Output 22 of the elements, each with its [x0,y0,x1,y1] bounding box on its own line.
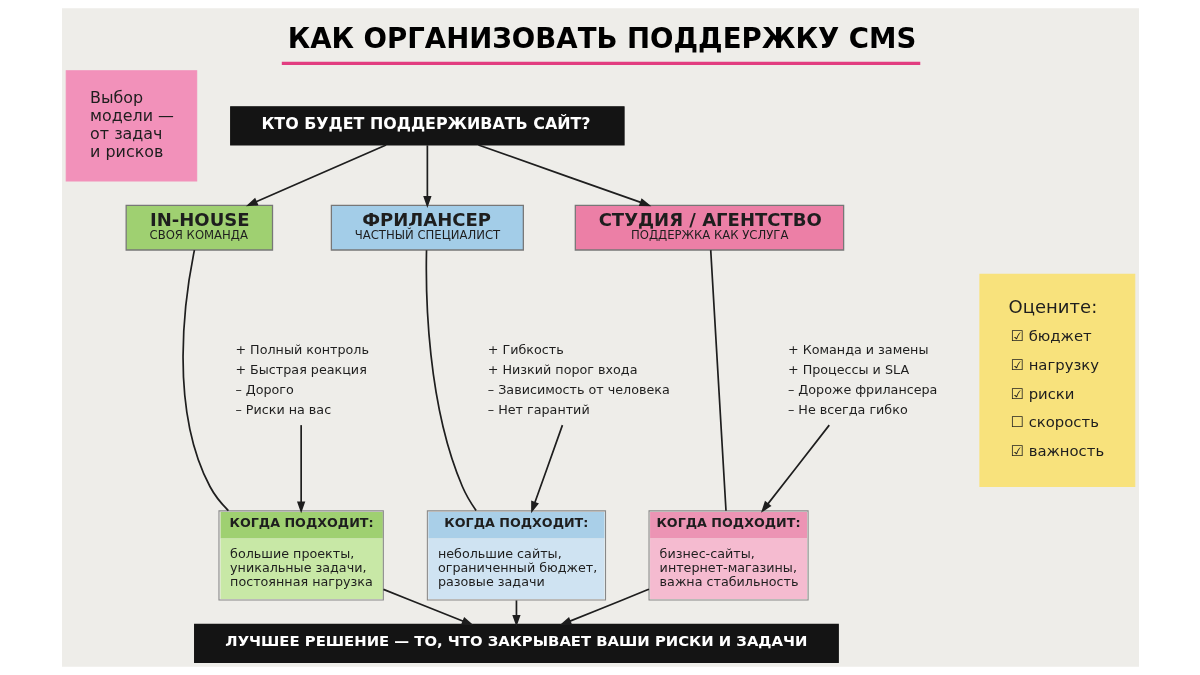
node-box: СТУДИЯ / АГЕНТСТВО ПОДДЕРЖКА КАК УСЛУГА [574,204,844,251]
node-text: + Полный контроль + Быстрая реакция – Дорого – Риски на вас [234,341,369,417]
node-box: ФРИЛАНСЕР ЧАСТНЫЙ СПЕЦИАЛИСТ [330,204,524,251]
node-box: Оцените: ☑ бюджет ☑ нагрузку ☑ риски ☐ скорость ☑ важность [978,273,1135,488]
node-box: IN-HOUSE СВОЯ КОМАНДА [125,204,273,251]
arrow [559,588,650,626]
arrow [422,144,432,208]
connector [709,249,727,512]
arrow [382,588,474,626]
arrow [477,144,651,207]
arrow [760,424,830,513]
arrow [296,424,305,514]
diagram-title: КАК ОРГАНИЗОВАТЬ ПОДДЕРЖКУ CMS [287,21,916,55]
connector [181,249,229,512]
node-box: Выбор модели — от задач и рисков [65,70,197,182]
arrow [245,144,387,207]
node-text: + Команда и замены + Процессы и SLA – Дороже фрилансера – Не всегда гибко [787,341,937,417]
node-box: КТО БУДЕТ ПОДДЕРЖИВАТЬ САЙТ? [229,106,625,146]
node-text: + Гибкость + Низкий порог входа – Зависимость от человека – Нет гарантий [487,341,670,417]
arrow [530,424,563,514]
node-box: ЛУЧШЕЕ РЕШЕНИЕ — ТО, ЧТО ЗАКРЫВАЕТ ВАШИ РИСКИ И ЗАДАЧИ [193,623,839,664]
connector [425,249,477,512]
